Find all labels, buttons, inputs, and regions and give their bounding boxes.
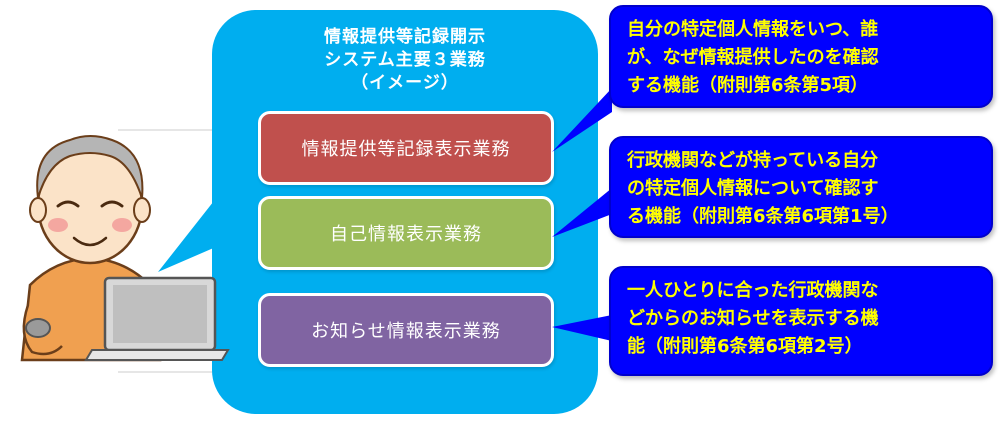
task-record-display: 情報提供等記録表示業務 bbox=[258, 111, 554, 185]
callout-3-line-2: どからのお知らせを表示する機 bbox=[627, 308, 879, 329]
callout-2-line-2: の特定個人情報について確認す bbox=[627, 178, 879, 199]
callout-3-line-1: 一人ひとりに合った行政機関な bbox=[627, 280, 879, 301]
callout-1-line-2: が、なぜ情報提供したのを確認 bbox=[627, 47, 879, 68]
callout-pointer-1 bbox=[552, 88, 612, 152]
callout-self-info-display: 行政機関などが持っている自分 の特定個人情報について確認す る機能（附則第6条第… bbox=[609, 136, 993, 238]
task-notice-display: お知らせ情報表示業務 bbox=[258, 293, 554, 367]
system-title-line-3: （イメージ） bbox=[351, 73, 459, 93]
elderly-person-laptop-illustration bbox=[20, 135, 230, 362]
task-notice-display-label: お知らせ情報表示業務 bbox=[311, 321, 501, 342]
callout-notice-display: 一人ひとりに合った行政機関な どからのお知らせを表示する機 能（附則第6条第6項… bbox=[609, 266, 993, 376]
callout-pointer-2 bbox=[552, 188, 612, 237]
callout-3-line-3: 能（附則第6条第6項第2号） bbox=[627, 336, 863, 357]
callout-1-line-1: 自分の特定個人情報をいつ、誰 bbox=[627, 19, 879, 40]
callout-pointer-3 bbox=[552, 315, 612, 341]
callout-2-line-1: 行政機関などが持っている自分 bbox=[627, 150, 879, 171]
callout-2-line-3: る機能（附則第6条第6項第1号） bbox=[627, 206, 899, 227]
system-title-line-2: システム主要３業務 bbox=[324, 50, 486, 70]
task-record-display-label: 情報提供等記録表示業務 bbox=[301, 139, 511, 160]
system-title-line-1: 情報提供等記録開示 bbox=[324, 27, 486, 47]
task-self-info-display: 自己情報表示業務 bbox=[258, 196, 554, 270]
task-self-info-display-label: 自己情報表示業務 bbox=[330, 224, 482, 245]
callout-record-display: 自分の特定個人情報をいつ、誰 が、なぜ情報提供したのを確認 する機能（附則第6条… bbox=[609, 5, 993, 108]
callout-1-line-3: する機能（附則第6条第5項） bbox=[627, 75, 869, 96]
system-title: 情報提供等記録開示 システム主要３業務 （イメージ） bbox=[212, 26, 598, 95]
